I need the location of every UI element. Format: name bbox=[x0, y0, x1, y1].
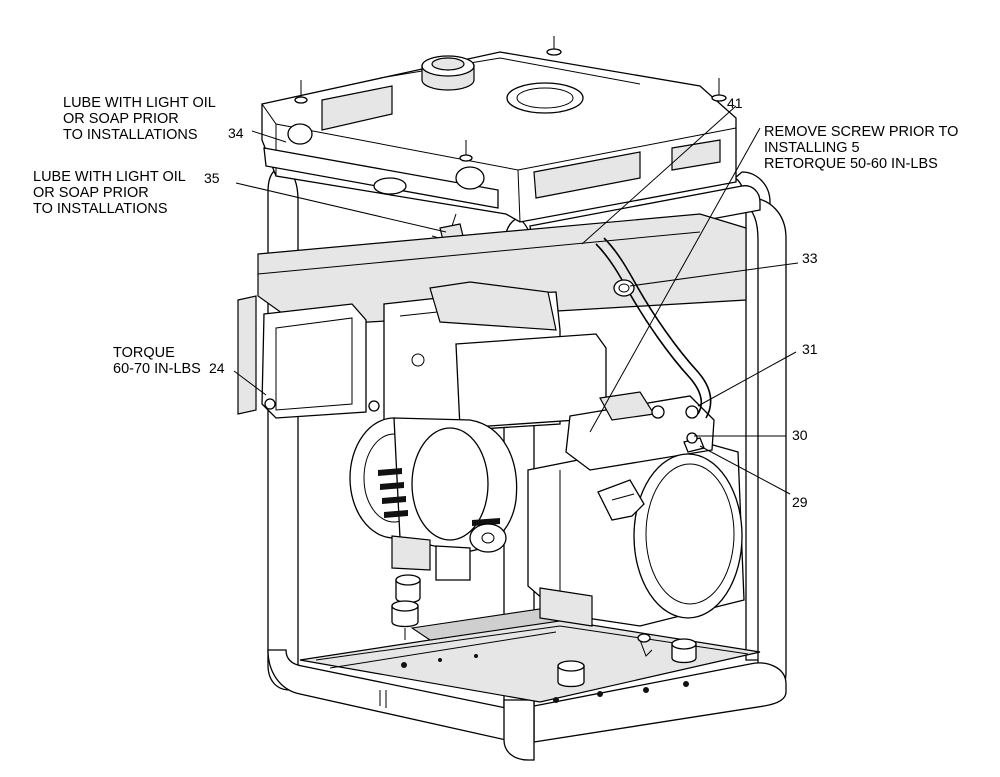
note-5-line3: RETORQUE 50-60 IN-LBS bbox=[764, 156, 938, 172]
part-number-30: 30 bbox=[792, 427, 808, 443]
control-panel-area bbox=[237, 213, 747, 431]
note-5-line2: INSTALLING 5 bbox=[764, 140, 860, 156]
leader-24 bbox=[233, 370, 267, 396]
note-35-line3: TO INSTALLATIONS bbox=[33, 201, 168, 217]
note-24-line1: TORQUE bbox=[113, 345, 175, 361]
part-number-24: 24 bbox=[209, 360, 225, 376]
part-number-41: 41 bbox=[727, 95, 743, 111]
fuel-tank bbox=[261, 36, 737, 245]
note-35-line1: LUBE WITH LIGHT OIL bbox=[33, 169, 186, 185]
alternator bbox=[349, 417, 697, 688]
leader-41a bbox=[581, 105, 737, 245]
note-34-line2: OR SOAP PRIOR bbox=[63, 111, 179, 127]
note-34-line1: LUBE WITH LIGHT OIL bbox=[63, 95, 216, 111]
fuel-line bbox=[595, 237, 712, 444]
part-number-33: 33 bbox=[802, 250, 818, 266]
leader-31 bbox=[697, 351, 797, 407]
part-number-35: 35 bbox=[204, 170, 220, 186]
note-34-line3: TO INSTALLATIONS bbox=[63, 127, 198, 143]
leader-33 bbox=[629, 262, 799, 287]
leader-35 bbox=[235, 182, 447, 233]
leader-34 bbox=[251, 130, 287, 143]
leader-29 bbox=[699, 445, 791, 495]
note-24-line2: 60-70 IN-LBS bbox=[113, 361, 201, 377]
note-35-line2: OR SOAP PRIOR bbox=[33, 185, 149, 201]
leader-lines bbox=[233, 105, 799, 495]
note-5-line1: REMOVE SCREW PRIOR TO bbox=[764, 124, 959, 140]
part-number-29: 29 bbox=[792, 494, 808, 510]
part-number-34: 34 bbox=[228, 125, 244, 141]
engine-block bbox=[527, 391, 745, 627]
part-number-31: 31 bbox=[802, 341, 818, 357]
